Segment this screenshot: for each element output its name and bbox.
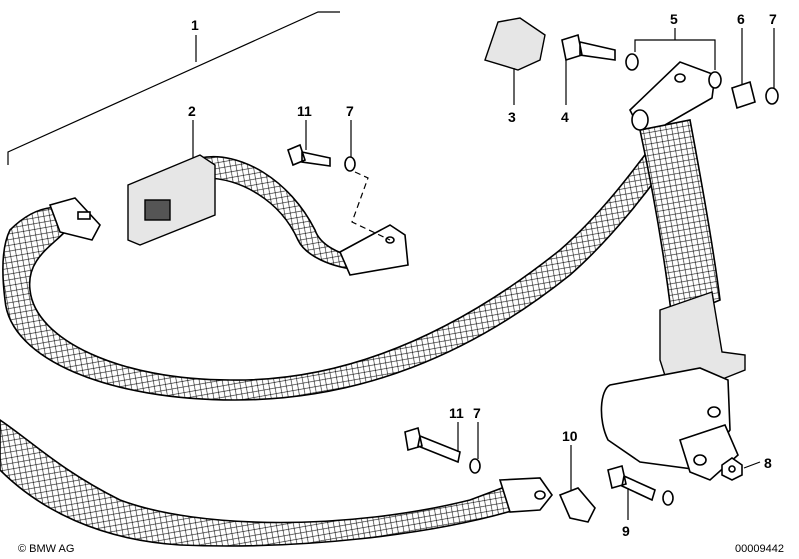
callout-3: 3 <box>508 109 516 125</box>
spacer-10 <box>558 487 596 523</box>
callout-9: 9 <box>622 523 630 539</box>
lower-strap-end-plate <box>498 477 554 513</box>
lower-plate-hole <box>534 490 546 500</box>
buckle-body <box>127 154 216 246</box>
buckle-strap <box>199 156 363 271</box>
shoulder-belt-strap <box>639 119 721 322</box>
washer-5-right <box>708 71 722 89</box>
callout-2: 2 <box>188 103 196 119</box>
washer-5-bracket <box>634 39 716 70</box>
bolt-upper-axis <box>351 171 391 241</box>
lap-belt-tongue <box>48 197 101 241</box>
lap-belt-strap <box>2 133 682 401</box>
copyright-text: © BMW AG <box>18 543 74 555</box>
bolt-upper <box>287 143 331 167</box>
spacer-6 <box>731 80 756 110</box>
bolt-9 <box>607 464 656 502</box>
callout-1: 1 <box>191 17 199 33</box>
callout-10: 10 <box>562 428 578 444</box>
washer-lower <box>469 458 481 474</box>
callout-4: 4 <box>561 109 569 125</box>
washer-upper <box>344 156 356 172</box>
callout-7-top-right: 7 <box>769 11 777 27</box>
washer-bottom <box>662 490 674 506</box>
leader-lines <box>192 28 775 520</box>
callout-5: 5 <box>670 11 678 27</box>
anchor-hole <box>674 73 686 83</box>
retractor-screw <box>707 406 721 418</box>
anchor-loop <box>631 109 649 131</box>
washer-top-right <box>765 87 779 105</box>
bolt-lower <box>404 426 461 464</box>
callout-11-upper: 11 <box>297 103 312 119</box>
diagram-number: 00009442 <box>735 543 784 555</box>
callout-8: 8 <box>764 455 772 471</box>
nut-8-hole <box>728 465 736 473</box>
callout-7-upper: 7 <box>346 103 354 119</box>
lower-belt-strap <box>0 419 516 547</box>
tongue-slot <box>77 211 91 220</box>
callout-11-lower: 11 <box>449 405 464 421</box>
callout-6: 6 <box>737 11 745 27</box>
retractor-housing <box>659 291 746 386</box>
washer-5-left <box>625 53 639 71</box>
retractor-mount-hole <box>693 454 707 466</box>
bolt-4 <box>561 33 616 62</box>
callout-7-lower: 7 <box>473 405 481 421</box>
pillar-cover <box>484 17 546 71</box>
buckle-slot <box>144 199 171 221</box>
assembly-bracket-line <box>7 11 340 165</box>
